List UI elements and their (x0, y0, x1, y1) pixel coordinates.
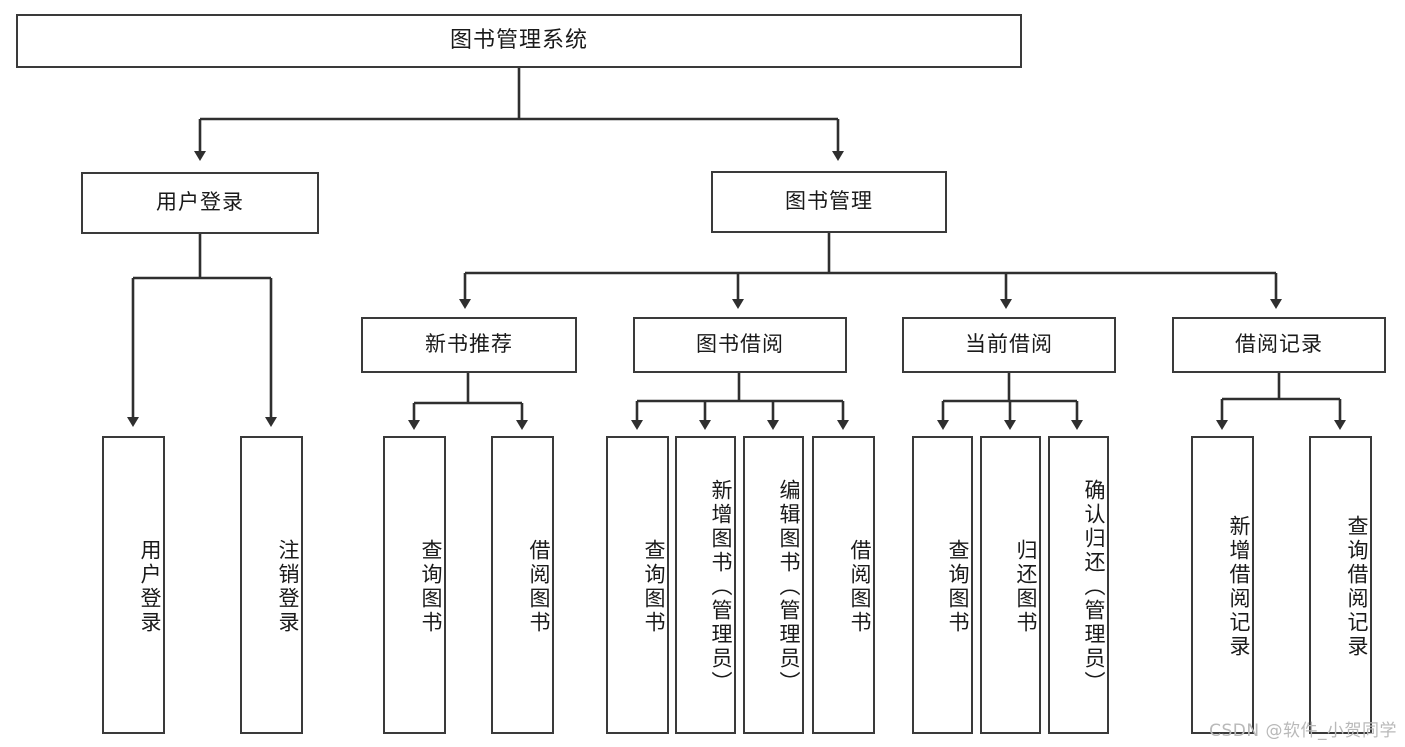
node-leaf-user-login-logout[interactable]: 注销登录 (240, 436, 303, 734)
node-leaf-borrow-query-book[interactable]: 查询图书 (606, 436, 669, 734)
node-leaf-user-login-login[interactable]: 用户登录 (102, 436, 165, 734)
node-label: 查询借阅记录 (1345, 515, 1369, 659)
node-label: 新书推荐 (425, 332, 513, 357)
node-label: 当前借阅 (965, 332, 1053, 357)
node-label: 查询图书 (946, 539, 970, 635)
node-label: 图书管理 (785, 189, 873, 214)
node-leaf-current-query-book[interactable]: 查询图书 (912, 436, 973, 734)
node-label: 借阅图书 (848, 539, 872, 635)
node-label: 确认归还（管理员） (1082, 479, 1106, 695)
node-leaf-new-book-query[interactable]: 查询图书 (383, 436, 446, 734)
node-label: 用户登录 (156, 190, 244, 215)
node-current-borrow[interactable]: 当前借阅 (902, 317, 1116, 373)
node-leaf-borrow-edit-book-admin[interactable]: 编辑图书（管理员） (743, 436, 804, 734)
node-root-book-management-system[interactable]: 图书管理系统 (16, 14, 1022, 68)
node-new-book-recommend[interactable]: 新书推荐 (361, 317, 577, 373)
node-label: 编辑图书（管理员） (777, 479, 801, 695)
node-book-management[interactable]: 图书管理 (711, 171, 947, 233)
node-leaf-record-query-record[interactable]: 查询借阅记录 (1309, 436, 1372, 734)
node-label: 注销登录 (276, 539, 300, 635)
node-label: 新增图书（管理员） (709, 479, 733, 695)
node-label: 归还图书 (1014, 539, 1038, 635)
node-leaf-borrow-add-book-admin[interactable]: 新增图书（管理员） (675, 436, 736, 734)
node-label: 查询图书 (642, 539, 666, 635)
node-leaf-current-confirm-return-admin[interactable]: 确认归还（管理员） (1048, 436, 1109, 734)
node-leaf-new-book-borrow[interactable]: 借阅图书 (491, 436, 554, 734)
node-user-login[interactable]: 用户登录 (81, 172, 319, 234)
node-label: 借阅记录 (1235, 332, 1323, 357)
node-leaf-record-add-record[interactable]: 新增借阅记录 (1191, 436, 1254, 734)
node-label: 图书借阅 (696, 332, 784, 357)
node-leaf-borrow-borrow-book[interactable]: 借阅图书 (812, 436, 875, 734)
csdn-watermark: CSDN @软件_小贺同学 (1209, 721, 1397, 741)
node-book-borrow[interactable]: 图书借阅 (633, 317, 847, 373)
node-label: 新增借阅记录 (1227, 515, 1251, 659)
node-label: 借阅图书 (527, 539, 551, 635)
node-leaf-current-return-book[interactable]: 归还图书 (980, 436, 1041, 734)
node-label: 用户登录 (138, 539, 162, 635)
node-label: 图书管理系统 (449, 27, 588, 53)
node-label: 查询图书 (419, 539, 443, 635)
node-borrow-record[interactable]: 借阅记录 (1172, 317, 1386, 373)
